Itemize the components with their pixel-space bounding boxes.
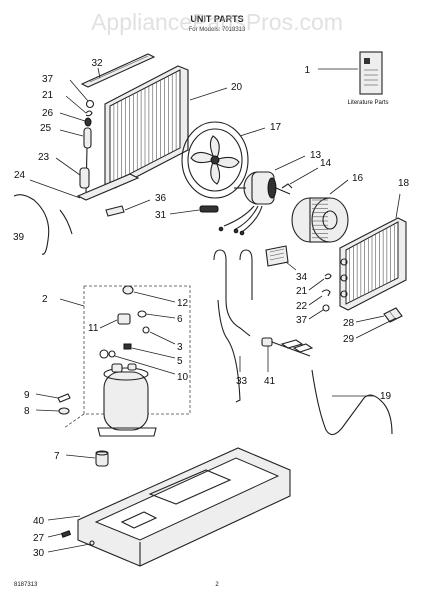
callout-2: 2 xyxy=(42,294,48,305)
callout-7: 7 xyxy=(54,451,60,462)
label-34[interactable] xyxy=(265,245,289,267)
callout-16: 16 xyxy=(352,173,364,184)
terminal-cover-12[interactable] xyxy=(122,285,134,295)
fastener-30[interactable] xyxy=(89,540,95,546)
washer-3[interactable] xyxy=(142,326,150,334)
discharge-tube-33[interactable] xyxy=(213,249,253,403)
bracket-22[interactable] xyxy=(321,289,331,297)
callout-36: 36 xyxy=(155,193,167,204)
nut-5[interactable] xyxy=(123,343,132,350)
literature-parts[interactable] xyxy=(359,51,383,95)
callout-37a: 37 xyxy=(42,74,54,85)
callout-19: 19 xyxy=(380,391,392,402)
callout-10: 10 xyxy=(177,372,189,383)
callout-5: 5 xyxy=(177,356,183,367)
callout-33: 33 xyxy=(236,376,248,387)
callout-26: 26 xyxy=(42,108,54,119)
callout-21a: 21 xyxy=(42,90,54,101)
base-pan[interactable] xyxy=(77,447,291,567)
callout-23: 23 xyxy=(38,152,50,163)
callout-18: 18 xyxy=(398,178,410,189)
callout-31: 31 xyxy=(155,210,167,221)
fan-blade[interactable] xyxy=(181,121,249,199)
callout-3: 3 xyxy=(177,342,183,353)
callout-27: 27 xyxy=(33,533,45,544)
grommet-8[interactable] xyxy=(58,407,70,415)
callout-9: 9 xyxy=(24,390,30,401)
capillary-tube[interactable] xyxy=(261,337,314,357)
fitting-26[interactable] xyxy=(84,117,92,127)
callout-21b: 21 xyxy=(296,286,308,297)
callout-22: 22 xyxy=(296,301,308,312)
screw-27[interactable] xyxy=(60,530,72,538)
model-subtitle: For Models: 7018313 xyxy=(189,27,246,33)
fan-motor[interactable] xyxy=(218,171,291,236)
callout-41: 41 xyxy=(264,376,276,387)
callout-37b: 37 xyxy=(296,315,308,326)
callout-12: 12 xyxy=(177,298,189,309)
evaporator-coil[interactable] xyxy=(339,217,407,311)
mount-7[interactable] xyxy=(95,450,109,467)
literature-label: Literature Parts xyxy=(347,100,388,106)
condenser-coil[interactable] xyxy=(104,65,189,189)
callout-32: 32 xyxy=(91,58,103,69)
doc-number: 8187313 xyxy=(14,582,38,588)
drain-hose-39[interactable] xyxy=(13,194,73,255)
callout-8: 8 xyxy=(24,406,30,417)
screw-37[interactable] xyxy=(85,99,95,109)
callout-6: 6 xyxy=(177,314,183,325)
clip-21[interactable] xyxy=(85,110,93,117)
callout-11: 11 xyxy=(88,323,99,334)
callout-13: 13 xyxy=(310,150,322,161)
page-title: UNIT PARTS xyxy=(190,14,243,24)
gasket-10[interactable] xyxy=(99,349,116,359)
callout-1: 1 xyxy=(304,65,310,76)
overload-11[interactable] xyxy=(117,313,131,325)
screw-37-right[interactable] xyxy=(322,304,330,312)
callout-29: 29 xyxy=(343,334,355,345)
callout-34: 34 xyxy=(296,272,308,283)
callout-17: 17 xyxy=(270,122,282,133)
callout-25: 25 xyxy=(40,123,52,134)
callout-28: 28 xyxy=(343,318,355,329)
callout-20: 20 xyxy=(231,82,243,93)
washer-9[interactable] xyxy=(57,393,71,403)
grommet-6[interactable] xyxy=(137,310,147,318)
clip-31[interactable] xyxy=(199,205,219,213)
callout-30: 30 xyxy=(33,548,45,559)
foam-block-36[interactable] xyxy=(105,205,125,217)
clip-21-right[interactable] xyxy=(324,273,332,280)
callout-14: 14 xyxy=(320,158,332,169)
callout-24: 24 xyxy=(14,170,26,181)
motor-clip-14[interactable] xyxy=(281,183,293,189)
bracket-24[interactable] xyxy=(76,173,140,201)
page-number: 2 xyxy=(215,582,219,588)
blower-wheel[interactable] xyxy=(291,197,349,243)
callout-40: 40 xyxy=(33,516,45,527)
compressor-assembly-box xyxy=(63,285,191,429)
thermostat-bulb-23[interactable] xyxy=(79,147,90,193)
watermark: AppliancePartsPros.com xyxy=(91,9,343,35)
drain-tube[interactable] xyxy=(311,369,393,436)
callout-39: 39 xyxy=(13,232,25,243)
heater-tube-25[interactable] xyxy=(83,127,92,149)
compressor[interactable] xyxy=(97,363,157,437)
